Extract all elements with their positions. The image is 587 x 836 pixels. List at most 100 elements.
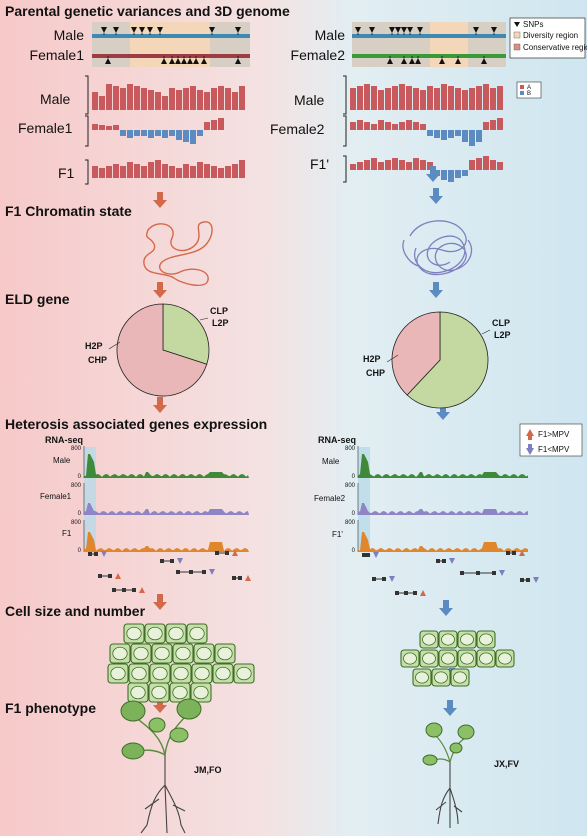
gene-exon (512, 551, 516, 555)
compartment-bar (434, 130, 440, 138)
cell-nucleus (172, 685, 188, 700)
compartment-bar (169, 88, 175, 110)
cell-nucleus (453, 671, 467, 684)
left-genome-panel: Male Female1 (30, 22, 250, 67)
compartment-bar (148, 90, 154, 110)
compartment-bar (448, 130, 454, 138)
legend-snps: SNPs (523, 20, 543, 29)
gene-exon (132, 588, 136, 592)
compartment-bar (218, 86, 224, 110)
compartment-bar (162, 130, 168, 138)
compartment-bar (218, 168, 224, 178)
compartment-bar (357, 162, 363, 170)
compartment-bar (469, 160, 475, 170)
compartment-bar (113, 164, 119, 178)
up-arrow-icon (139, 587, 145, 593)
left-rna-female: Female1 (40, 492, 72, 501)
snp-marker (401, 27, 407, 33)
snp-marker (181, 58, 187, 64)
snp-marker (491, 27, 497, 33)
compartment-bar (427, 130, 433, 136)
compartment-bar (155, 130, 161, 136)
compartment-bar (204, 92, 210, 110)
compartment-bar (441, 170, 447, 180)
compartment-bar (141, 88, 147, 110)
up-arrow-icon (115, 573, 121, 579)
a-swatch (520, 85, 524, 89)
gene-exon (176, 570, 180, 574)
title-cell: Cell size and number (5, 603, 146, 619)
compartment-bar (169, 166, 175, 178)
compartment-bar (141, 166, 147, 178)
right-genome-panel: Male Female2 (291, 22, 506, 67)
compartment-bar (92, 166, 98, 178)
tick-zero: 0 (78, 474, 82, 480)
up-arrow-icon (232, 550, 238, 556)
left-male-genome-label: Male (54, 27, 85, 43)
compartment-bar (134, 86, 140, 110)
gene-exon (362, 553, 366, 557)
left-pie-h2p-label: H2P (85, 341, 103, 351)
coverage-track (84, 532, 249, 552)
cell-nucleus (196, 646, 212, 661)
gene-exon (395, 591, 399, 595)
gene-exon (460, 571, 464, 575)
snp-marker (415, 58, 421, 64)
compartment-bar (232, 164, 238, 178)
right-pie-h2p-label: H2P (363, 354, 381, 364)
cell-nucleus (131, 666, 147, 681)
left-rna-male: Male (53, 456, 71, 465)
compartment-bar (127, 162, 133, 178)
compartment-bar (183, 130, 189, 142)
up-arrow-icon (526, 429, 534, 440)
snp-marker (201, 58, 207, 64)
right-cell-cluster (400, 630, 515, 687)
right-plant-icon (422, 722, 475, 828)
down-arrow-icon (449, 558, 455, 564)
snp-marker (401, 58, 407, 64)
track-brackets (85, 75, 347, 185)
right-male-genome-label: Male (315, 27, 346, 43)
compartment-bar (371, 158, 377, 170)
compartment-bar (406, 120, 412, 130)
coverage-track (358, 532, 528, 552)
compartment-bar (92, 92, 98, 110)
down-arrow (433, 188, 439, 196)
compartment-bar (120, 130, 126, 136)
cell-nucleus (479, 633, 493, 646)
right-snp-markers (355, 27, 497, 64)
compartment-bar (106, 126, 112, 130)
compartment-bar (385, 88, 391, 110)
left-pie-h2p-slice (116, 303, 208, 397)
gene-exon (94, 552, 98, 556)
compartment-bar (148, 130, 154, 138)
expression-legend: F1>MPV F1<MPV (519, 423, 583, 457)
genome-legend: SNPs Diversity region Conservative regio… (509, 17, 587, 59)
snp-marker (417, 27, 423, 33)
down-arrow-head (439, 608, 453, 616)
compartment-bar (169, 130, 175, 136)
compartment-bar (190, 86, 196, 110)
compartment-bar (99, 96, 105, 110)
left-snp-markers (101, 27, 241, 64)
compartment-bar (190, 130, 196, 144)
tick-max: 800 (71, 520, 82, 526)
down-arrow-icon (389, 576, 395, 582)
coverage-track (358, 454, 528, 478)
down-arrow-head (153, 290, 167, 298)
gene-exon (526, 578, 530, 582)
cell-nucleus (112, 646, 128, 661)
cell-nucleus (154, 646, 170, 661)
gene-exon (215, 551, 219, 555)
gene-exon (112, 588, 116, 592)
compartment-bar (218, 118, 224, 130)
cell-nucleus (415, 671, 429, 684)
snp-marker (169, 58, 175, 64)
compartment-bar (113, 86, 119, 110)
compartment-bar (204, 122, 210, 130)
cell-nucleus (147, 626, 163, 641)
up-arrow-icon (519, 550, 525, 556)
cell-nucleus (498, 652, 512, 665)
down-arrow-head (153, 405, 167, 413)
